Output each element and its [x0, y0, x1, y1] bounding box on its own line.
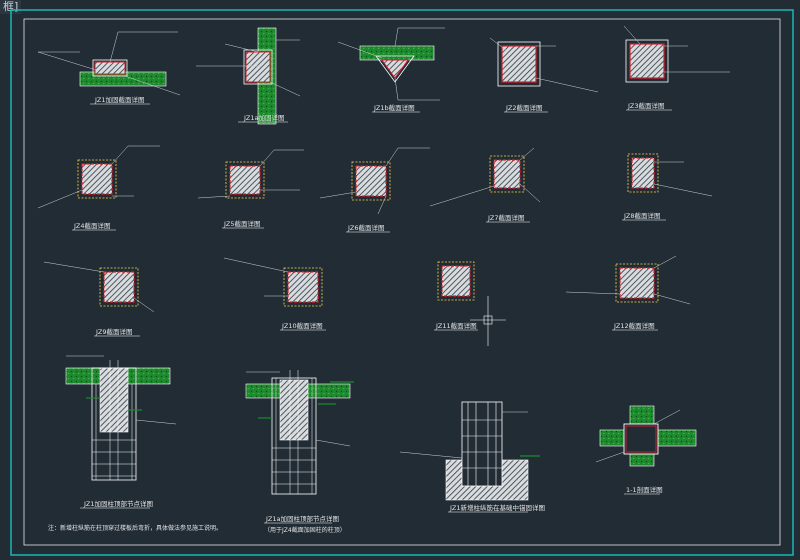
section-s10[interactable]: JZ8截面详图 — [622, 153, 713, 221]
section-s3[interactable]: JZ1b截面详图 — [337, 27, 445, 113]
section-s9[interactable]: JZ7截面详图 — [429, 147, 541, 223]
section-label: JZ7截面详图 — [487, 213, 525, 222]
elevation-label: JZ1新增柱纵筋在基础中锚固详图 — [449, 503, 545, 512]
section-label: JZ2截面详图 — [505, 103, 543, 112]
elevation-label: JZ1加固柱顶部节点详图 — [83, 499, 153, 508]
section-s12[interactable]: JZ10截面详图 — [223, 257, 326, 331]
section-label: JZ10截面详图 — [281, 321, 323, 330]
outer-frame — [10, 9, 794, 556]
section-label: JZ8截面详图 — [623, 211, 661, 220]
section-label: JZ1加固截面详图 — [94, 95, 145, 104]
section-label: JZ5截面详图 — [223, 219, 261, 228]
section-label: JZ4截面详图 — [73, 221, 111, 230]
section-label: JZ1a加固详图 — [243, 113, 285, 122]
section-label: JZ6截面详图 — [347, 223, 385, 232]
inner-frame — [23, 18, 781, 546]
section-s13[interactable]: JZ11截面详图 — [434, 261, 506, 346]
section-label: JZ3截面详图 — [627, 101, 665, 110]
section-s6[interactable]: JZ4截面详图 — [37, 145, 160, 231]
section-s4[interactable]: JZ2截面详图 — [489, 37, 599, 113]
elevation-sublabel: （用于JZ4截面加固柱的柱顶） — [264, 526, 346, 534]
section-label: JZ9截面详图 — [95, 327, 133, 336]
section-label: JZ11截面详图 — [435, 321, 477, 330]
elevation-label: JZ1a加固柱顶部节点详图 — [265, 514, 339, 523]
section-s8[interactable]: JZ6截面详图 — [319, 147, 430, 233]
elevation-e3[interactable]: JZ1新增柱纵筋在基础中锚固详图 — [399, 401, 545, 513]
section-s11[interactable]: JZ9截面详图 — [43, 261, 155, 337]
section-label: JZ1b截面详图 — [373, 103, 415, 112]
section-label: JZ12截面详图 — [613, 321, 655, 330]
drawing-note: 注：新增柱纵筋在柱顶穿过楼板后弯折，具体做法参见施工说明。 — [48, 524, 222, 532]
elevation-label: 1-1剖面详图 — [626, 485, 663, 494]
section-s1[interactable]: JZ1加固截面详图 — [37, 31, 181, 105]
section-s14[interactable]: JZ12截面详图 — [565, 255, 691, 331]
elevation-e4[interactable]: 1-1剖面详图 — [595, 405, 697, 495]
section-s2[interactable]: JZ1a加固详图 — [196, 27, 301, 125]
section-s7[interactable]: JZ5截面详图 — [197, 149, 304, 229]
elevation-e1[interactable]: JZ1加固柱顶部节点详图 — [65, 355, 177, 509]
elevation-e2[interactable]: JZ1a加固柱顶部节点详图 （用于JZ4截面加固柱的柱顶） — [245, 370, 354, 534]
section-s5[interactable]: JZ3截面详图 — [623, 25, 730, 111]
